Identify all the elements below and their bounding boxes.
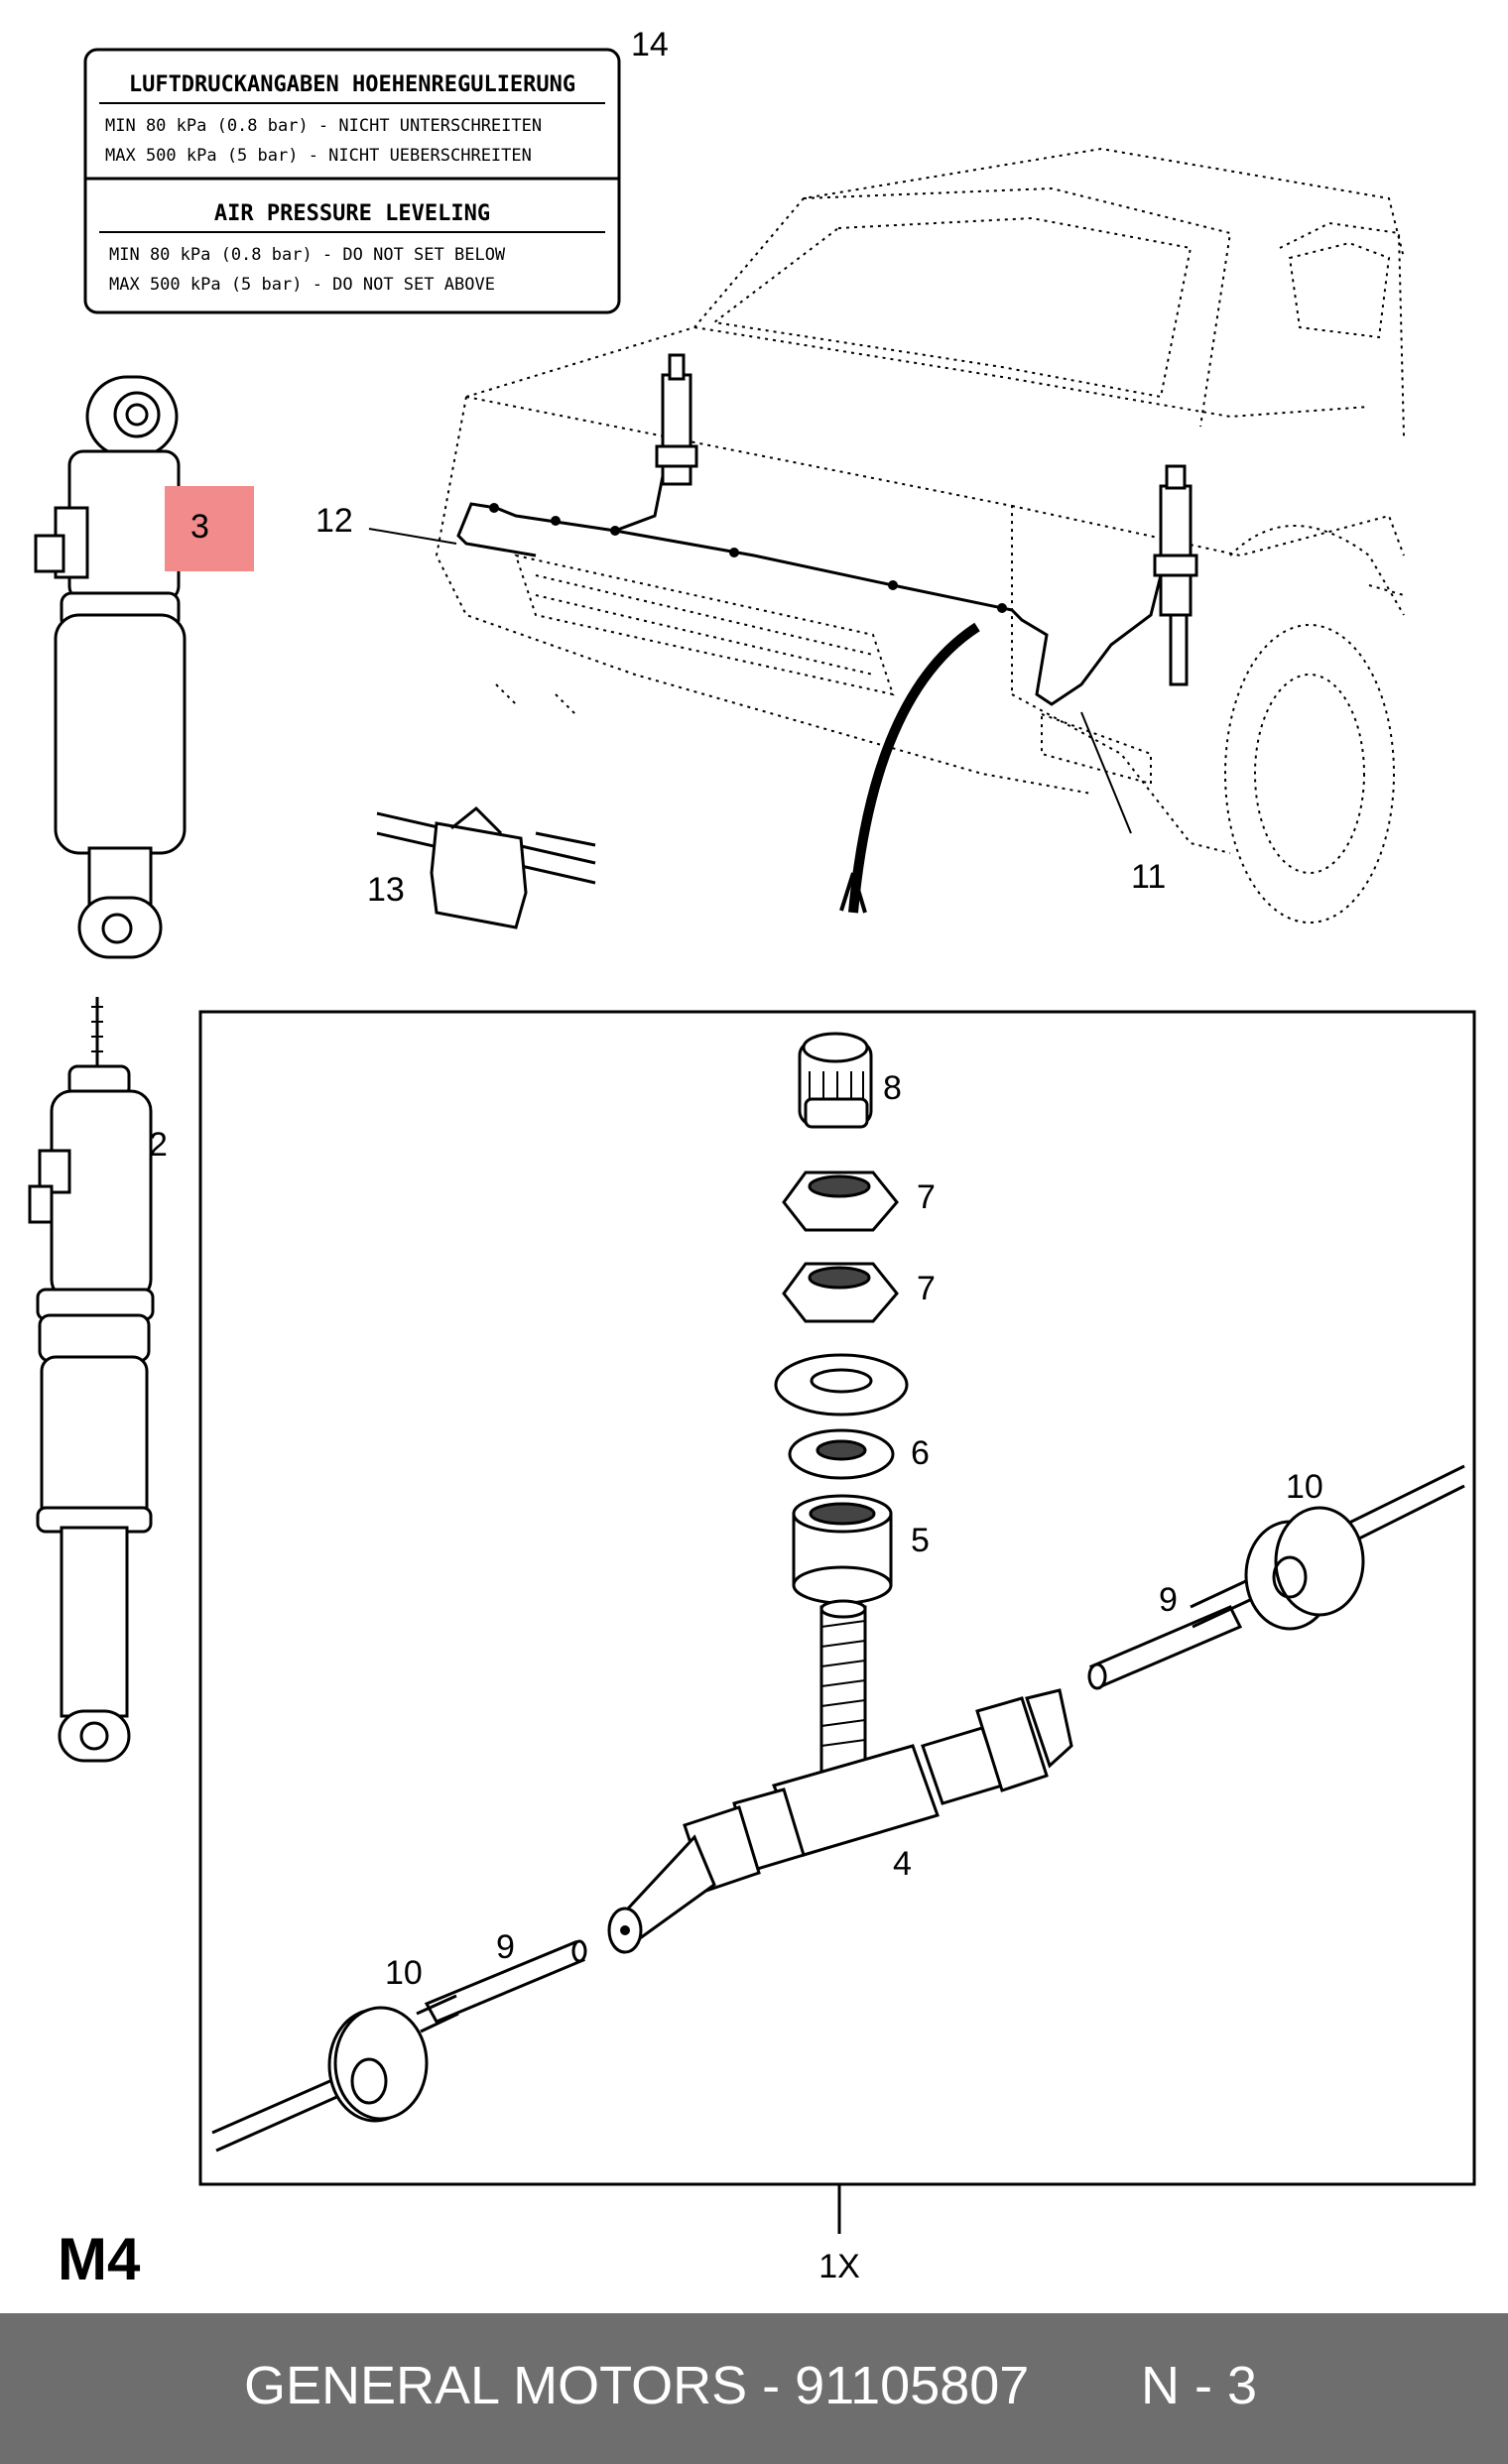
kit-quantity-label: 1X [818,2248,860,2285]
kit-frame [198,1010,1476,2186]
washer-large [774,1353,909,1417]
callout-4: 4 [893,1845,912,1883]
valve-cap-8 [798,1032,873,1129]
callout-2: 2 [149,1126,168,1164]
footer-bar: GENERAL MOTORS - 91105807 N - 3 [0,2313,1508,2464]
hex-nut-7b [782,1262,899,1323]
callout-10-left: 10 [385,1954,423,1992]
grommet-10-left [211,1994,459,2153]
sticker-max-en: MAX 500 kPa (5 bar) - DO NOT SET ABOVE [109,275,495,295]
callout-7-lower: 7 [917,1270,936,1307]
footer-brand-part-number: GENERAL MOTORS - 91105807 [244,2356,1030,2415]
car-front-illustration [435,147,1405,924]
callout-12: 12 [315,502,353,540]
hex-nut-7a [782,1170,899,1232]
callout-9-right: 9 [1159,1581,1178,1619]
callout-9-left: 9 [496,1928,515,1966]
clip-13-illustration [376,805,596,929]
shock-absorber-3-illustration [34,375,187,959]
callout-11: 11 [1131,858,1166,896]
sticker-min-en: MIN 80 kPa (0.8 bar) - DO NOT SET BELOW [109,245,506,265]
bushing-5 [792,1494,893,1605]
sticker-title-en: AIR PRESSURE LEVELING [214,201,490,226]
washer-6 [788,1428,895,1480]
air-tube-9-right [1087,1605,1243,1690]
tee-fitting-4 [607,1599,1073,1954]
footer-page-number: N - 3 [1141,2356,1258,2415]
callout-6: 6 [911,1434,930,1472]
callout-14: 14 [631,26,669,63]
callout-5: 5 [911,1522,930,1559]
callout-13: 13 [367,871,405,909]
callout-3: 3 [190,508,209,546]
highlight-box [165,486,254,571]
callout-8: 8 [883,1069,902,1107]
sticker-min-de: MIN 80 kPa (0.8 bar) - NICHT UNTERSCHREI… [105,116,542,136]
shock-absorber-2-illustration [28,997,155,1763]
air-line-routing [456,353,1198,706]
sticker-title-de: LUFTDRUCKANGABEN HOEHENREGULIERUNG [129,72,575,97]
callout-7-upper: 7 [917,1178,936,1216]
callout-10-right: 10 [1286,1468,1323,1506]
air-tube-9-left [424,1939,587,2024]
grommet-10-right [1190,1464,1465,1631]
parts-diagram: LUFTDRUCKANGABEN HOEHENREGULIERUNG MIN 8… [28,26,1476,2292]
section-code: M4 [58,2226,141,2292]
sticker-max-de: MAX 500 kPa (5 bar) - NICHT UEBERSCHREIT… [105,146,532,166]
air-pressure-sticker: LUFTDRUCKANGABEN HOEHENREGULIERUNG MIN 8… [83,48,621,314]
